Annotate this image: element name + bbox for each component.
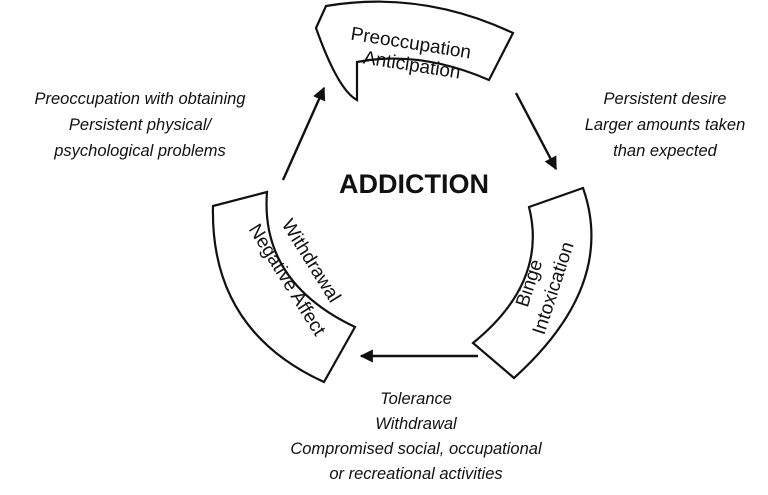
annotation-line: Preoccupation with obtaining (35, 90, 247, 108)
annotation-line: Persistent desire (604, 90, 727, 108)
annotation-line: Larger amounts taken (585, 116, 746, 134)
annotation-bottom: Tolerance Withdrawal Compromised social,… (290, 390, 543, 483)
arrow-to-binge (514, 92, 558, 171)
stage-box-preoccupation (314, 0, 515, 102)
annotation-line: Persistent physical/ (69, 116, 213, 134)
annotation-line: than expected (613, 142, 717, 160)
annotation-line: Withdrawal (375, 415, 458, 433)
stage-binge-intoxication: Binge Intoxication (471, 186, 593, 380)
annotation-line: psychological problems (53, 142, 226, 160)
stage-box-withdrawal (211, 190, 357, 384)
annotation-line: or recreational activities (329, 465, 502, 483)
arrow-to-preoccupation (281, 86, 326, 181)
annotation-line: Compromised social, occupational (290, 440, 543, 458)
stage-preoccupation-anticipation: Preoccupation Anticipation (314, 0, 515, 102)
annotation-top-right: Persistent desire Larger amounts taken t… (585, 90, 746, 160)
stage-withdrawal-negative-affect: Withdrawal Negative Affect (211, 190, 357, 384)
stage-box-binge (471, 186, 593, 380)
annotation-top-left: Preoccupation with obtaining Persistent … (35, 90, 247, 160)
center-title: ADDICTION (339, 169, 489, 199)
annotation-line: Tolerance (380, 390, 452, 408)
